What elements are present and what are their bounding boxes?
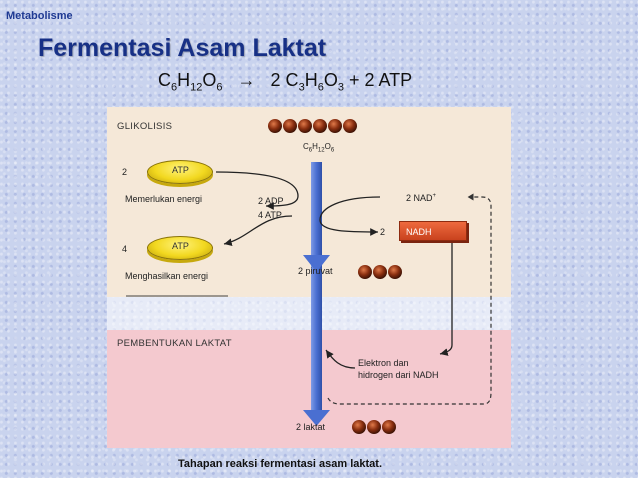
nadh-count: 2 bbox=[380, 227, 386, 237]
glucose-formula: C6H12O6 bbox=[303, 142, 335, 154]
nad-plus-label: 2 NAD+ bbox=[406, 193, 437, 203]
lactate-formation-title: PEMBENTUKAN LAKTAT bbox=[117, 338, 232, 349]
glucose-molecule bbox=[268, 119, 357, 133]
glycolysis-panel bbox=[107, 107, 511, 297]
panel-divider bbox=[107, 297, 511, 330]
nad-reduction-arrow bbox=[319, 196, 381, 236]
pyruvate-label: 2 piruvat bbox=[298, 266, 333, 276]
atp-production-arrow bbox=[223, 215, 293, 247]
electron-to-pathway-arrow bbox=[325, 349, 356, 369]
nadh-box: NADH bbox=[399, 221, 467, 241]
slide-title: Fermentasi Asam Laktat bbox=[38, 34, 327, 62]
electron-line-1: Elektron dan bbox=[358, 358, 409, 368]
lactate-molecule bbox=[352, 420, 396, 434]
main-pathway-arrow bbox=[311, 162, 322, 412]
atp-output-caption: Menghasilkan energi bbox=[125, 271, 209, 281]
atp-consumption-arrow bbox=[215, 171, 299, 210]
atp-coin-input: ATP bbox=[147, 160, 213, 184]
main-arrow-head-1 bbox=[303, 255, 330, 272]
atp-input-caption: Memerlukan energi bbox=[125, 194, 203, 204]
right-arrow-icon: → bbox=[237, 70, 256, 90]
nad-regeneration-loop bbox=[327, 193, 492, 405]
reaction-equation: C6H12O6 → 2 C3H6O3 + 2 ATP bbox=[158, 70, 413, 94]
electron-line-2: hidrogen dari NADH bbox=[358, 370, 439, 380]
atp-output-count: 4 bbox=[122, 244, 128, 254]
pyruvate-molecule bbox=[358, 265, 402, 279]
figure-caption: Tahapan reaksi fermentasi asam laktat. bbox=[178, 458, 383, 470]
nadh-electron-arrow bbox=[439, 243, 453, 356]
atp-coin-output: ATP bbox=[147, 236, 213, 260]
glycolysis-title: GLIKOLISIS bbox=[117, 121, 173, 132]
adp-label: 2 ADP bbox=[258, 196, 284, 206]
atp4-label: 4 ATP bbox=[258, 210, 282, 220]
atp-input-count: 2 bbox=[122, 167, 128, 177]
main-arrow-head-2 bbox=[303, 410, 330, 426]
slide-section-label: Metabolisme bbox=[6, 10, 73, 22]
lactate-label: 2 laktat bbox=[296, 422, 326, 432]
